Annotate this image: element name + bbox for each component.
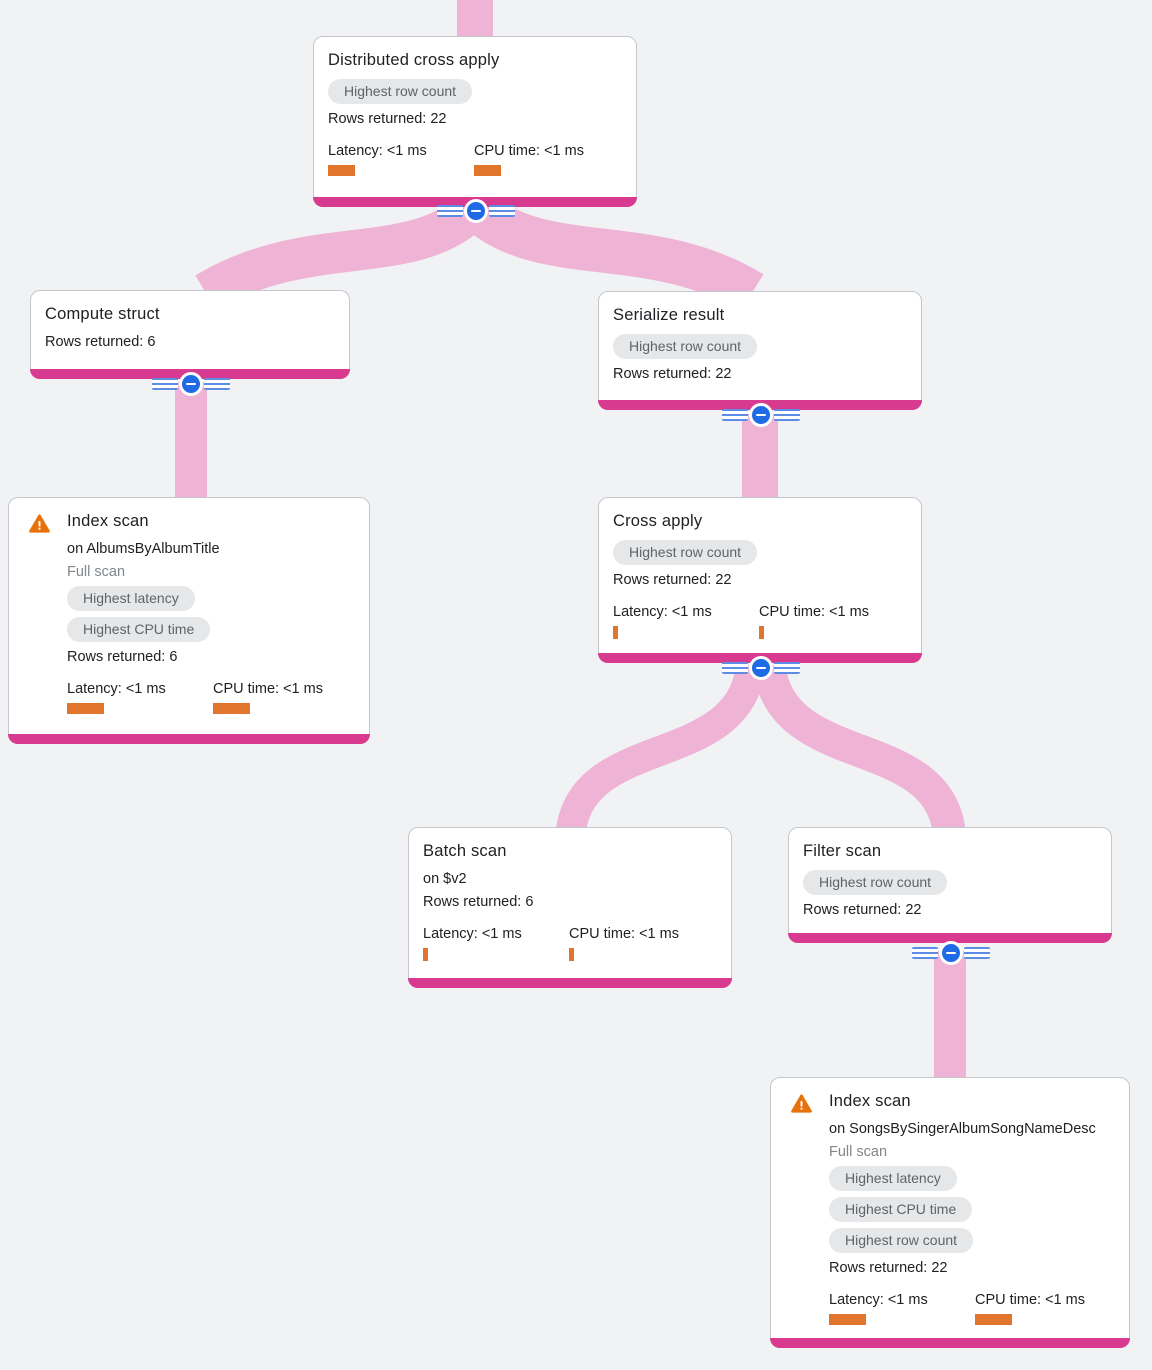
highest-row-count-badge: Highest row count [328, 79, 473, 104]
plan-node-index-scan-albums[interactable]: Index scan on AlbumsByAlbumTitle Full sc… [8, 497, 370, 744]
plan-node-compute-struct[interactable]: Compute struct Rows returned: 6 [30, 290, 350, 379]
highest-cpu-time-badge: Highest CPU time [829, 1197, 973, 1222]
latency-bar [67, 703, 104, 714]
plan-node-distributed-cross-apply[interactable]: Distributed cross apply Highest row coun… [313, 36, 637, 207]
warning-icon [29, 514, 50, 533]
highest-row-count-badge: Highest row count [613, 540, 758, 565]
collapse-grip-right [964, 947, 990, 959]
node-subtitle: on $v2 [423, 871, 467, 887]
collapse-grip-left [912, 947, 938, 959]
highest-row-count-badge: Highest row count [829, 1228, 974, 1253]
collapse-button-compute-struct[interactable] [152, 372, 230, 396]
cpu-time-bar [569, 948, 574, 961]
cpu-time-metric: CPU time: <1 ms [213, 680, 355, 714]
latency-bar [829, 1314, 866, 1325]
cpu-time-bar [474, 165, 501, 176]
cpu-time-label: CPU time: <1 ms [975, 1292, 1085, 1308]
minus-icon [464, 199, 488, 223]
latency-metric: Latency: <1 ms [67, 680, 213, 714]
plan-node-cross-apply[interactable]: Cross apply Highest row count Rows retur… [598, 497, 922, 663]
warning-icon [791, 1094, 812, 1113]
node-accent-bar [408, 978, 732, 988]
latency-metric: Latency: <1 ms [328, 142, 474, 176]
rows-returned-label: Rows returned: 6 [45, 334, 156, 350]
node-title: Distributed cross apply [328, 51, 500, 69]
latency-label: Latency: <1 ms [613, 604, 712, 620]
latency-label: Latency: <1 ms [829, 1292, 928, 1308]
node-title: Index scan [829, 1092, 911, 1110]
highest-row-count-badge: Highest row count [803, 870, 948, 895]
cpu-time-metric: CPU time: <1 ms [759, 603, 907, 639]
latency-metric: Latency: <1 ms [423, 925, 569, 961]
node-title: Compute struct [45, 305, 160, 323]
latency-label: Latency: <1 ms [328, 143, 427, 159]
cpu-time-label: CPU time: <1 ms [759, 604, 869, 620]
latency-bar [328, 165, 355, 176]
node-title: Batch scan [423, 842, 507, 860]
minus-icon [179, 372, 203, 396]
latency-metric: Latency: <1 ms [829, 1291, 975, 1325]
node-title: Index scan [67, 512, 149, 530]
collapse-grip-left [152, 378, 178, 390]
cpu-time-bar [975, 1314, 1012, 1325]
rows-returned-label: Rows returned: 22 [328, 111, 447, 127]
cpu-time-metric: CPU time: <1 ms [569, 925, 717, 961]
rows-returned-label: Rows returned: 22 [613, 572, 732, 588]
highest-latency-badge: Highest latency [67, 586, 195, 611]
cpu-time-metric: CPU time: <1 ms [975, 1291, 1115, 1325]
rows-returned-label: Rows returned: 22 [803, 902, 922, 918]
cpu-time-label: CPU time: <1 ms [569, 926, 679, 942]
rows-returned-label: Rows returned: 6 [67, 649, 178, 665]
node-accent-bar [770, 1338, 1130, 1348]
minus-icon [749, 656, 773, 680]
latency-label: Latency: <1 ms [423, 926, 522, 942]
highest-latency-badge: Highest latency [829, 1166, 957, 1191]
collapse-grip-right [774, 662, 800, 674]
scan-type-label: Full scan [829, 1144, 888, 1160]
latency-metric: Latency: <1 ms [613, 603, 759, 639]
collapse-button-serialize-result[interactable] [722, 403, 800, 427]
latency-bar [613, 626, 618, 639]
cpu-time-metric: CPU time: <1 ms [474, 142, 622, 176]
collapse-grip-right [204, 378, 230, 390]
node-title: Serialize result [613, 306, 725, 324]
cpu-time-label: CPU time: <1 ms [474, 143, 584, 159]
cpu-time-bar [213, 703, 250, 714]
plan-node-batch-scan[interactable]: Batch scan on $v2 Rows returned: 6 Laten… [408, 827, 732, 988]
scan-type-label: Full scan [67, 564, 126, 580]
node-title: Filter scan [803, 842, 882, 860]
highest-cpu-time-badge: Highest CPU time [67, 617, 211, 642]
collapse-grip-right [489, 205, 515, 217]
collapse-button-distributed-cross-apply[interactable] [437, 199, 515, 223]
highest-row-count-badge: Highest row count [613, 334, 758, 359]
node-subtitle: on AlbumsByAlbumTitle [67, 541, 220, 557]
node-title: Cross apply [613, 512, 703, 530]
plan-node-filter-scan[interactable]: Filter scan Highest row count Rows retur… [788, 827, 1112, 943]
cpu-time-label: CPU time: <1 ms [213, 681, 323, 697]
rows-returned-label: Rows returned: 6 [423, 894, 534, 910]
collapse-grip-right [774, 409, 800, 421]
minus-icon [749, 403, 773, 427]
rows-returned-label: Rows returned: 22 [613, 366, 732, 382]
latency-label: Latency: <1 ms [67, 681, 166, 697]
node-accent-bar [8, 734, 370, 744]
collapse-button-filter-scan[interactable] [912, 941, 990, 965]
rows-returned-label: Rows returned: 22 [829, 1260, 948, 1276]
cpu-time-bar [759, 626, 764, 639]
latency-bar [423, 948, 428, 961]
plan-node-index-scan-songs[interactable]: Index scan on SongsBySingerAlbumSongName… [770, 1077, 1130, 1348]
minus-icon [939, 941, 963, 965]
plan-node-serialize-result[interactable]: Serialize result Highest row count Rows … [598, 291, 922, 410]
collapse-grip-left [722, 409, 748, 421]
node-accent-bar [788, 933, 1112, 943]
collapse-grip-left [722, 662, 748, 674]
node-subtitle: on SongsBySingerAlbumSongNameDesc [829, 1121, 1096, 1137]
collapse-button-cross-apply[interactable] [722, 656, 800, 680]
collapse-grip-left [437, 205, 463, 217]
